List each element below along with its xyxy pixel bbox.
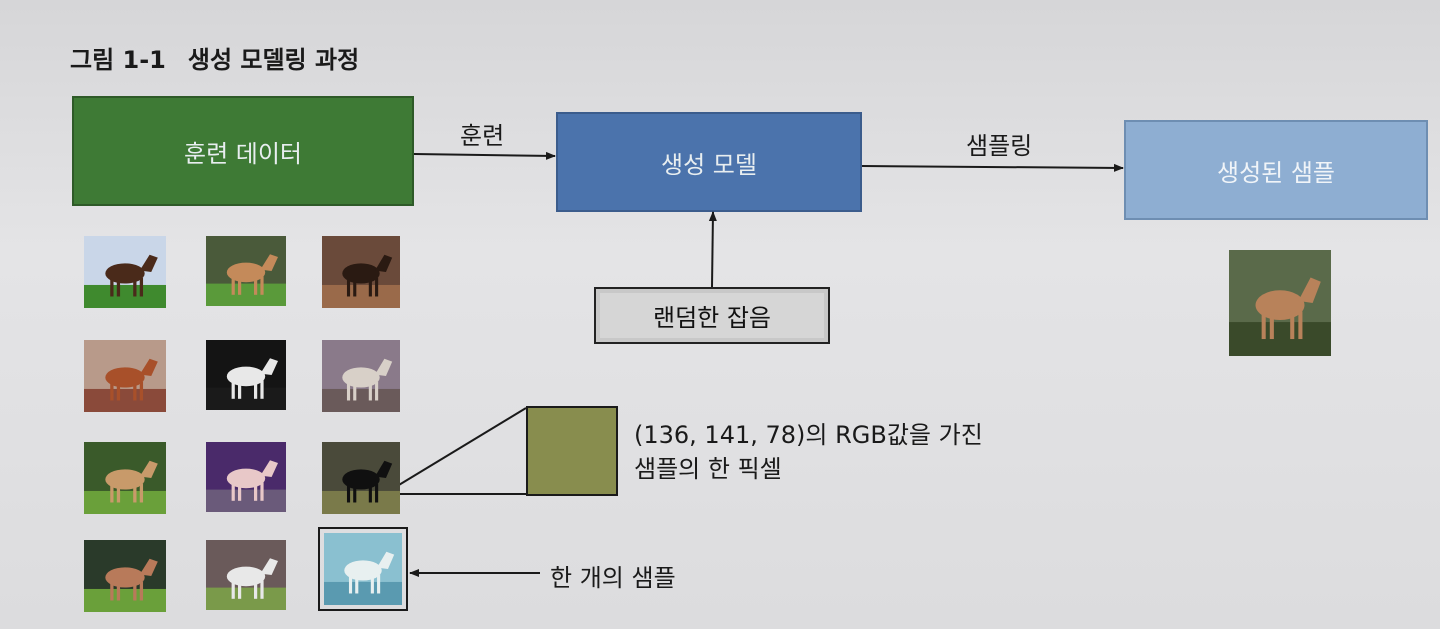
sampling-edge-label: 샘플링: [966, 132, 1033, 160]
horse-picture: [206, 340, 286, 410]
horse-picture: [206, 236, 286, 306]
generated-sample-image: [1229, 250, 1331, 356]
pixel-callout-line-top: [383, 407, 527, 495]
generated-sample-label: 생성된 샘플: [1216, 158, 1336, 187]
random-noise-label: 랜덤한 잡음: [652, 304, 772, 332]
training-data-label: 훈련 데이터: [183, 139, 303, 168]
generated-horse-picture: [1229, 250, 1331, 356]
horse-picture: [206, 540, 286, 610]
figure-caption: 생성 모델링 과정: [187, 46, 360, 74]
training-sample-thumbnail: [206, 236, 286, 310]
horse-picture: [84, 340, 166, 412]
generated-sample-box: 생성된 샘플: [1124, 120, 1428, 220]
training-data-box: 훈련 데이터: [72, 96, 414, 206]
training-sample-thumbnail: [206, 340, 286, 414]
training-sample-thumbnail: [84, 236, 166, 312]
generative-model-box: 생성 모델: [556, 112, 862, 212]
training-sample-thumbnail: [322, 442, 400, 518]
training-arrow: [413, 151, 556, 160]
horse-picture: [84, 442, 166, 514]
figure-number: 그림 1-1: [70, 46, 166, 74]
horse-picture: [206, 442, 286, 512]
noise-arrow: [708, 211, 717, 288]
horse-picture: [322, 340, 400, 412]
generative-model-label: 생성 모델: [661, 150, 757, 179]
training-sample-thumbnail: [322, 340, 400, 416]
training-sample-thumbnail: [84, 340, 166, 416]
one-sample-label: 한 개의 샘플: [550, 564, 676, 592]
figure-title: 그림 1-1 생성 모델링 과정: [70, 40, 359, 75]
pixel-note-line1: (136, 141, 78)의 RGB값을 가진: [634, 421, 983, 449]
training-sample-thumbnail: [206, 540, 286, 614]
horse-picture: [322, 442, 400, 514]
selected-sample-frame: [318, 527, 408, 611]
training-sample-thumbnail: [324, 533, 402, 609]
sampling-arrow: [861, 163, 1124, 172]
training-sample-thumbnail: [84, 540, 166, 616]
horse-picture: [324, 533, 402, 605]
training-sample-thumbnail: [322, 236, 400, 312]
training-sample-thumbnail: [206, 442, 286, 516]
pixel-swatch: [526, 406, 618, 496]
horse-picture: [322, 236, 400, 308]
pixel-note-line2: 샘플의 한 픽셀: [634, 455, 782, 483]
pixel-note: (136, 141, 78)의 RGB값을 가진 샘플의 한 픽셀: [634, 418, 983, 486]
horse-picture: [84, 236, 166, 308]
random-noise-box: 랜덤한 잡음: [594, 287, 830, 344]
training-sample-thumbnail: [84, 442, 166, 518]
training-edge-label: 훈련: [460, 122, 505, 150]
horse-picture: [84, 540, 166, 612]
